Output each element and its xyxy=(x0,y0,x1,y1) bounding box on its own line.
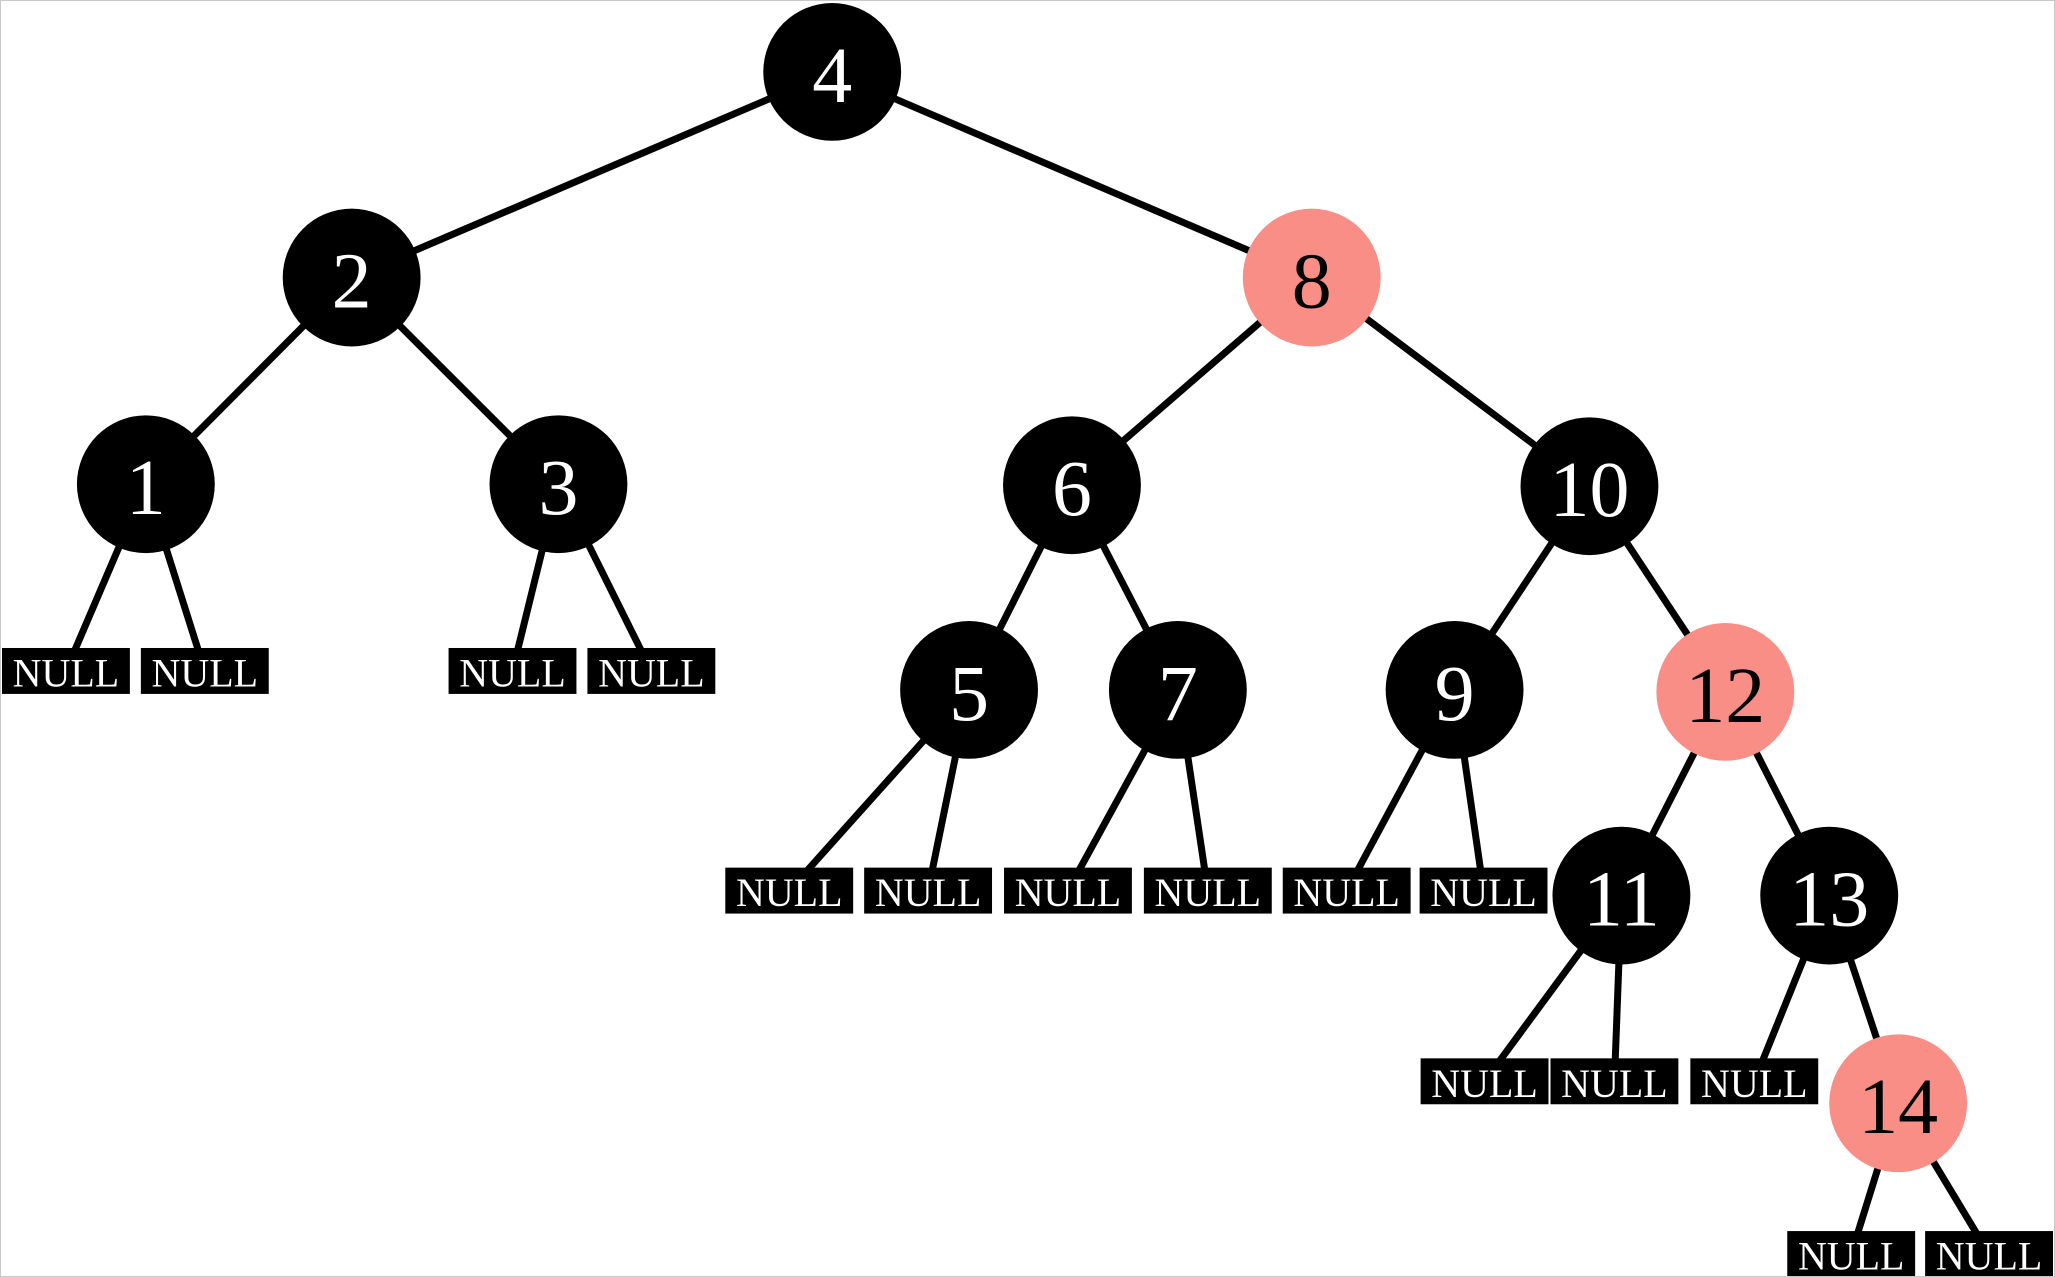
null-box xyxy=(140,647,269,694)
node-circle-3 xyxy=(489,415,628,554)
null-leaf: NULL xyxy=(1282,867,1411,915)
edge-4-2 xyxy=(350,68,834,281)
null-leaf: NULL xyxy=(587,647,716,695)
null-box xyxy=(448,647,577,694)
tree-node-1: 1 xyxy=(76,415,215,554)
null-box xyxy=(1,647,130,694)
node-circle-9 xyxy=(1385,621,1524,759)
node-label-2: 2 xyxy=(332,238,372,326)
tree-node-8: 8 xyxy=(1242,208,1381,347)
null-leaf: NULL xyxy=(1143,867,1272,915)
edge-4-8 xyxy=(830,68,1314,281)
node-circle-12 xyxy=(1656,623,1795,761)
node-label-14: 14 xyxy=(1858,1063,1938,1151)
null-leaf: NULL xyxy=(1419,867,1548,915)
tree-node-10: 10 xyxy=(1520,417,1659,556)
null-label: NULL xyxy=(459,650,566,695)
node-circle-4 xyxy=(763,2,902,141)
null-box xyxy=(1282,867,1411,914)
node-label-12: 12 xyxy=(1685,652,1765,740)
node-circle-2 xyxy=(282,208,421,347)
node-label-13: 13 xyxy=(1789,856,1869,944)
null-leaf: NULL xyxy=(140,647,269,695)
null-leaf: NULL xyxy=(864,867,993,915)
tree-node-6: 6 xyxy=(1003,416,1141,555)
tree-node-5: 5 xyxy=(900,621,1038,759)
null-box xyxy=(1550,1058,1679,1105)
null-leaf: NULL xyxy=(1690,1058,1819,1106)
node-label-1: 1 xyxy=(126,444,166,532)
node-label-4: 4 xyxy=(812,32,852,120)
null-leaf: NULL xyxy=(1787,1231,1916,1276)
null-label: NULL xyxy=(1561,1061,1668,1106)
null-box xyxy=(1925,1231,2054,1276)
null-box xyxy=(587,647,716,694)
node-circle-7 xyxy=(1108,621,1247,759)
node-label-10: 10 xyxy=(1550,446,1630,534)
node-label-7: 7 xyxy=(1158,650,1198,738)
tree-node-3: 3 xyxy=(489,415,628,554)
null-label: NULL xyxy=(875,870,982,915)
null-box xyxy=(1419,867,1548,914)
node-circle-1 xyxy=(76,415,215,554)
null-leaves-layer: NULL NULL NULL NULL NULL NULL NULL NULL NULL NULL… xyxy=(1,647,2054,1276)
node-circle-13 xyxy=(1760,826,1899,965)
null-label: NULL xyxy=(13,650,120,695)
null-leaf: NULL xyxy=(1,647,130,695)
tree-node-9: 9 xyxy=(1385,621,1524,759)
null-leaf: NULL xyxy=(1925,1231,2054,1276)
null-leaf: NULL xyxy=(725,867,854,915)
null-label: NULL xyxy=(1431,1061,1538,1106)
null-leaf: NULL xyxy=(1550,1058,1679,1106)
node-circle-8 xyxy=(1242,208,1381,347)
node-label-5: 5 xyxy=(949,650,989,738)
node-circle-6 xyxy=(1003,416,1141,555)
node-label-11: 11 xyxy=(1583,856,1660,944)
node-label-8: 8 xyxy=(1292,238,1332,326)
node-label-9: 9 xyxy=(1435,650,1475,738)
null-box xyxy=(1787,1231,1916,1276)
null-label: NULL xyxy=(736,870,843,915)
tree-node-12: 12 xyxy=(1656,623,1795,761)
node-circle-14 xyxy=(1829,1034,1968,1173)
null-label: NULL xyxy=(1936,1234,2043,1276)
node-circle-5 xyxy=(900,621,1038,759)
node-circle-11 xyxy=(1552,826,1691,965)
null-label: NULL xyxy=(1798,1234,1905,1276)
null-label: NULL xyxy=(1155,870,1262,915)
null-label: NULL xyxy=(1015,870,1122,915)
node-label-3: 3 xyxy=(538,444,578,532)
tree-node-13: 13 xyxy=(1760,826,1899,965)
null-box xyxy=(1690,1058,1819,1105)
null-label: NULL xyxy=(152,650,259,695)
null-leaf: NULL xyxy=(448,647,577,695)
node-label-6: 6 xyxy=(1052,445,1092,533)
null-label: NULL xyxy=(1430,870,1537,915)
null-label: NULL xyxy=(1701,1061,1808,1106)
node-circle-10 xyxy=(1520,417,1659,556)
null-box xyxy=(1004,867,1132,914)
null-leaf: NULL xyxy=(1004,867,1132,915)
null-label: NULL xyxy=(598,650,705,695)
null-box xyxy=(725,867,854,914)
null-leaf: NULL xyxy=(1420,1058,1549,1106)
tree-node-7: 7 xyxy=(1108,621,1247,759)
tree-node-11: 11 xyxy=(1552,826,1691,965)
tree-node-4: 4 xyxy=(763,2,902,141)
null-box xyxy=(1143,867,1272,914)
null-box xyxy=(1420,1058,1549,1105)
null-label: NULL xyxy=(1293,870,1400,915)
tree-node-2: 2 xyxy=(282,208,421,347)
tree-node-14: 14 xyxy=(1829,1034,1968,1173)
null-box xyxy=(864,867,993,914)
